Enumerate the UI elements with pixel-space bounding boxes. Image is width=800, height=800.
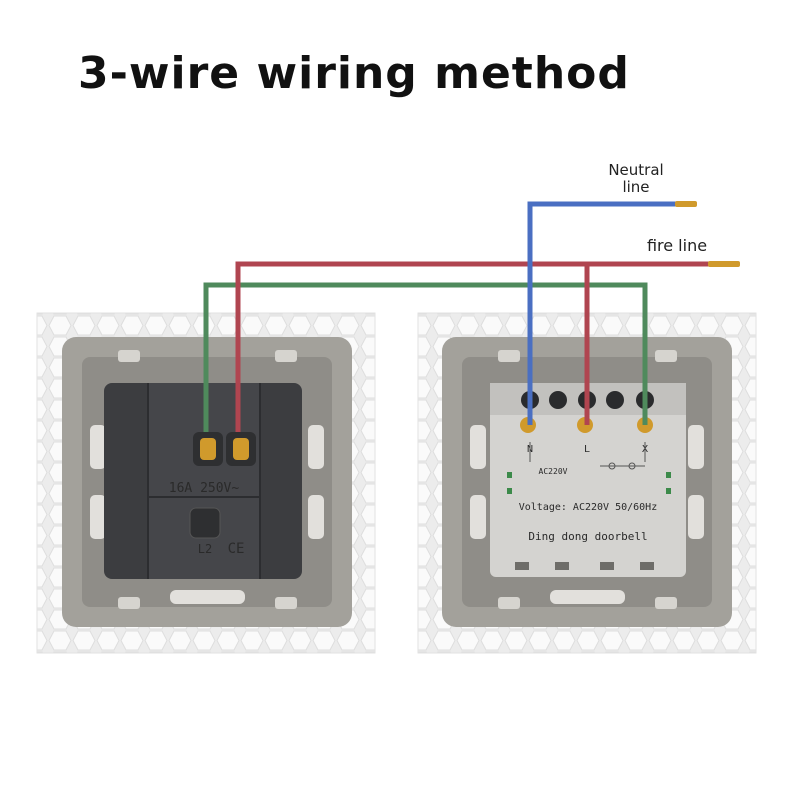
wires [203,201,740,432]
socket-terminal-2 [233,438,249,460]
socket-model-text: L2 [198,542,212,556]
diagram-title: 3-wire wiring method [78,48,630,99]
doorbell-spec-short: AC220V [539,467,568,476]
neutral-line-label-2: line [622,178,649,196]
neutral-line-label: Neutral [608,161,663,179]
doorbell-panel: N L X AC220V Voltage: AC220V 50/60Hz Din… [417,312,757,654]
terminal-label-l: L [584,444,590,455]
link-wire [203,282,648,432]
ce-mark: CE [228,541,245,557]
fire-wire-main [235,261,710,432]
doorbell-module-body [490,383,686,577]
socket-rating-text: 16A 250V~ [169,481,240,496]
doorbell-spec-name: Ding dong doorbell [528,530,647,543]
neutral-wire-tip [675,201,697,207]
doorbell-spec-voltage: Voltage: AC220V 50/60Hz [519,502,657,513]
socket-terminal-1 [200,438,216,460]
socket-panel: 16A 250V~ L2 CE [36,312,376,654]
fire-wire-tip [708,261,740,267]
neutral-wire [527,201,690,425]
fire-line-label: fire line [647,236,707,255]
